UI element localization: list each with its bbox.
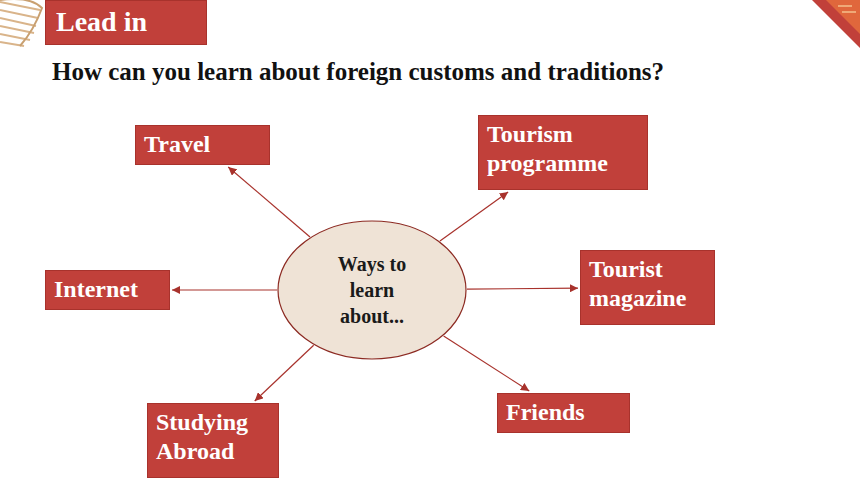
arrow-connector (255, 345, 314, 401)
ellipse-shape (278, 221, 466, 359)
center-ellipse: Ways to learn about... (277, 220, 467, 360)
way-box: Tourism programme (478, 115, 648, 190)
way-label: Studying Abroad (156, 408, 270, 467)
corner-ornament (812, 0, 860, 48)
fan-ornament (0, 0, 42, 46)
way-label: Friends (506, 398, 621, 427)
way-box: Studying Abroad (147, 403, 279, 478)
section-label: Lead in (56, 5, 196, 39)
way-label: Travel (144, 130, 261, 159)
arrow-connector (228, 167, 310, 237)
arrow-connector (467, 288, 578, 289)
way-label: Tourism programme (487, 120, 639, 179)
way-box: Tourist magazine (580, 250, 715, 325)
arrow-connector (444, 336, 530, 391)
way-box: Friends (497, 393, 630, 433)
way-label: Tourist magazine (589, 255, 706, 314)
center-label: Ways to learn about... (322, 251, 422, 329)
slide-title: How can you learn about foreign customs … (52, 58, 664, 86)
way-box: Internet (45, 270, 170, 310)
arrow-connector (440, 192, 508, 241)
way-box: Travel (135, 125, 270, 165)
way-label: Internet (54, 275, 161, 304)
section-tab: Lead in (45, 0, 207, 45)
arrow-connector (172, 289, 277, 290)
